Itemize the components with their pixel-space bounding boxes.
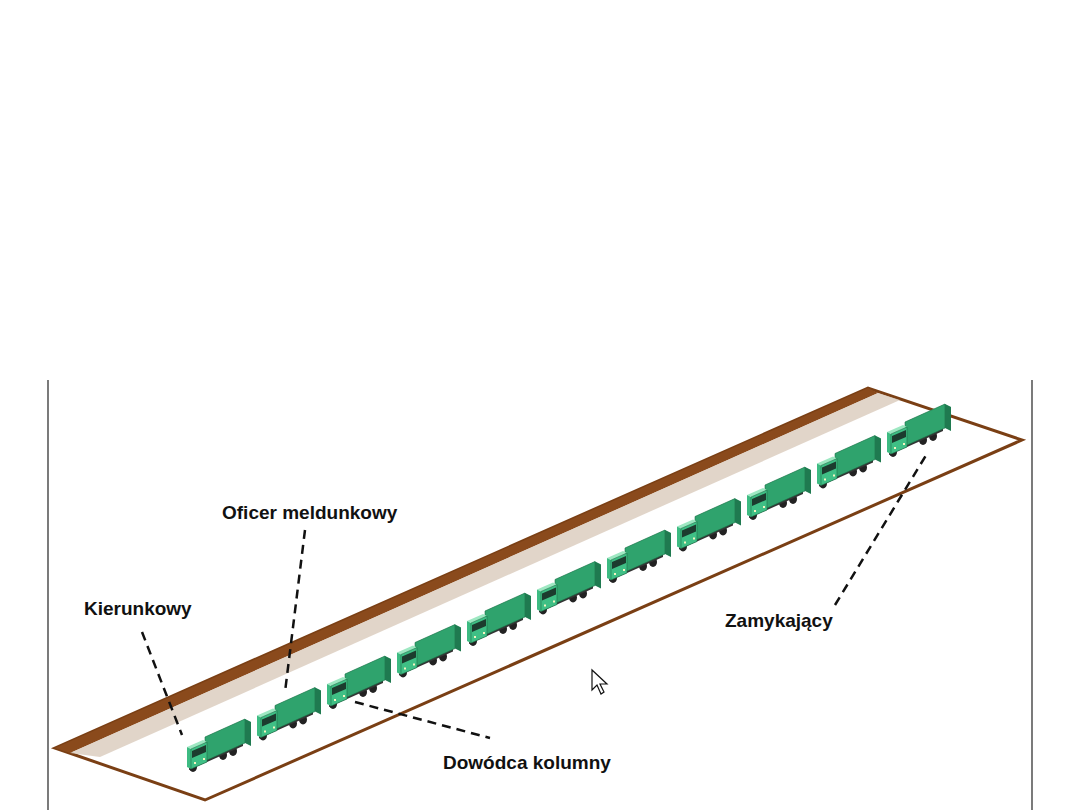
mouse-cursor (592, 670, 607, 694)
callout-label: Zamykający (725, 610, 833, 632)
truck (677, 499, 741, 552)
truck-column (187, 404, 951, 772)
truck (817, 436, 881, 489)
frame-line (1031, 380, 1032, 810)
truck (607, 530, 671, 583)
truck (257, 688, 321, 741)
truck (327, 656, 391, 709)
road-shade (70, 393, 900, 757)
leader-lines (142, 452, 928, 738)
callout-label: Kierunkowy (84, 598, 192, 620)
road-edge (55, 388, 878, 753)
truck (187, 719, 251, 772)
road-band (55, 388, 1022, 800)
truck (537, 562, 601, 615)
truck (397, 625, 461, 678)
callout-label: Dowódca kolumny (443, 752, 611, 774)
truck (467, 593, 531, 646)
truck (887, 404, 951, 457)
truck (747, 467, 811, 520)
callout-label: Oficer meldunkowy (222, 502, 397, 524)
frame-line (47, 380, 48, 810)
